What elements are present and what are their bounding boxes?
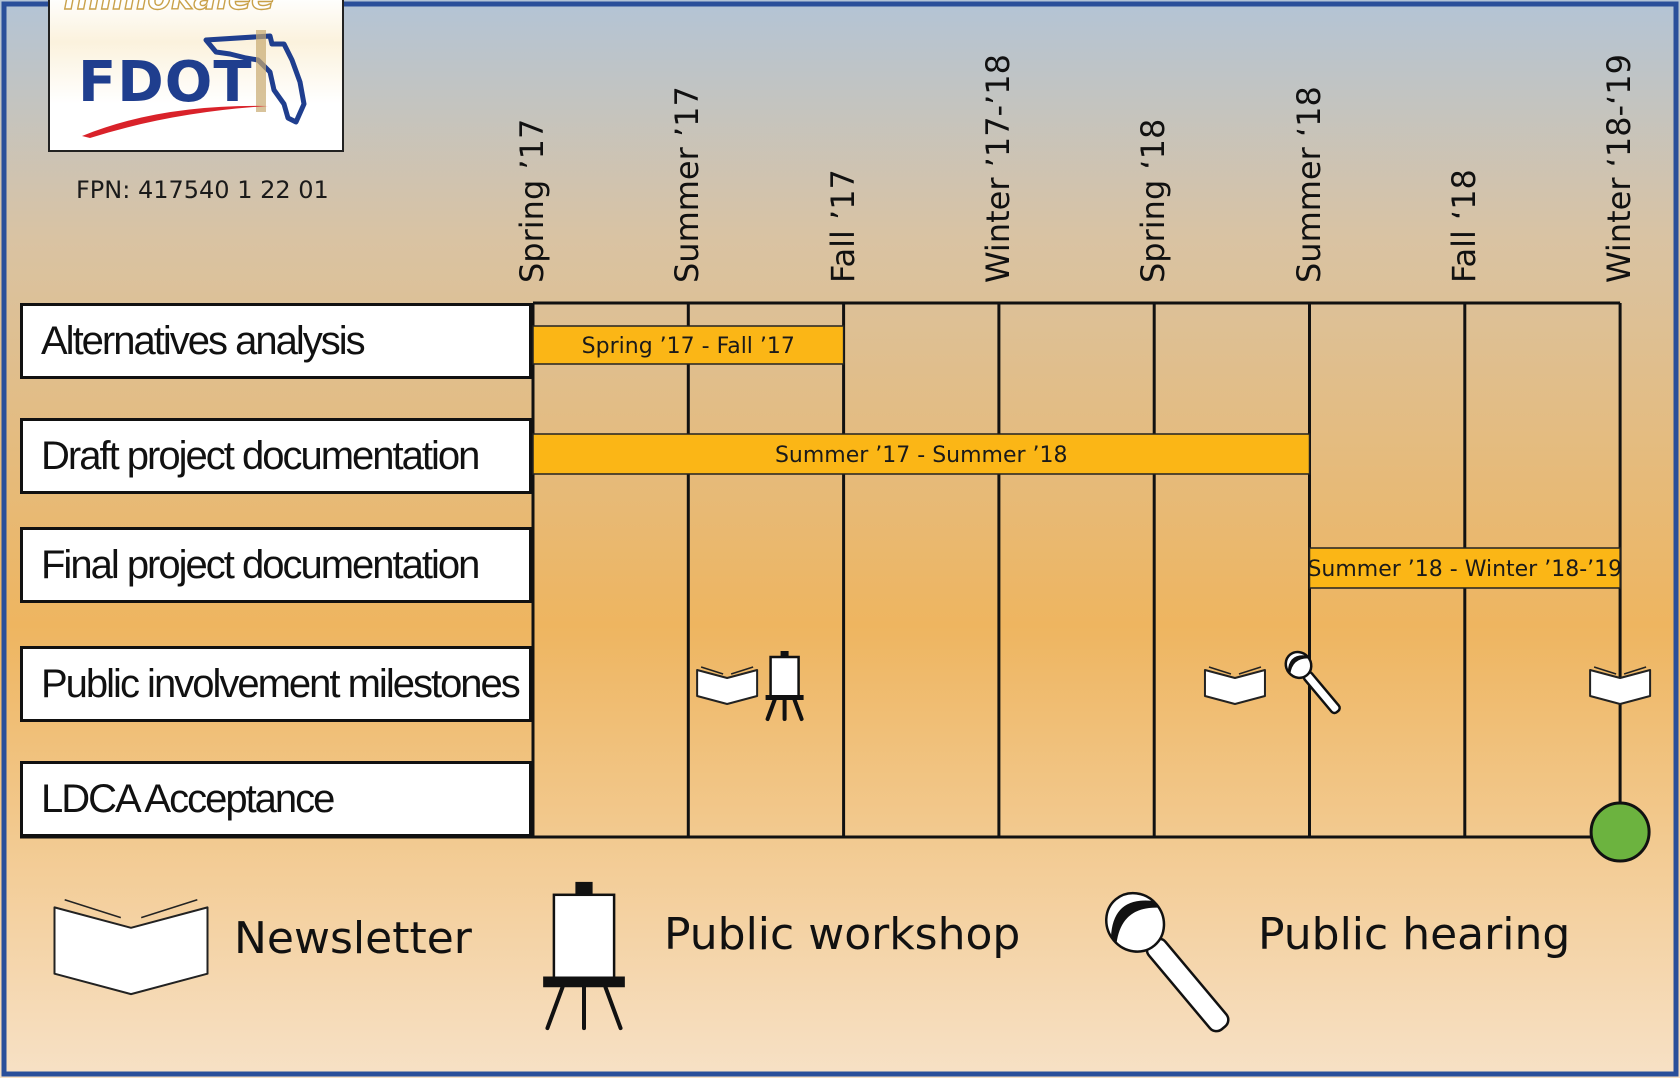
period-label: Winter ‘18-‘19 xyxy=(1600,54,1639,283)
logo-location-text: Immokalee xyxy=(63,0,275,19)
newsletter-icon xyxy=(53,899,209,996)
newsletter-icon xyxy=(1589,666,1652,705)
period-label: Fall ‘18 xyxy=(1444,169,1483,283)
period-label: Spring ’17 xyxy=(513,118,551,283)
timeline-grid xyxy=(20,301,1622,839)
logo-swoosh xyxy=(82,105,268,138)
workshop-easel-icon xyxy=(765,651,804,721)
task-label: Public involvement milestones xyxy=(20,646,532,722)
task-label: Final project documentation xyxy=(20,527,532,603)
hearing-microphone-icon xyxy=(1105,891,1230,1033)
schedule-bar-label: Summer ’18 - Winter ’18-’19 xyxy=(1307,557,1622,582)
schedule-bar-label: Summer ’17 - Summer ’18 xyxy=(775,443,1068,468)
period-label: Summer ’17 xyxy=(668,86,707,283)
task-label: LDCA Acceptance xyxy=(20,761,532,837)
task-label: Alternatives analysis xyxy=(20,303,532,379)
acceptance-circle-icon xyxy=(1589,801,1651,863)
legend-label-newsletter: Newsletter xyxy=(234,913,472,964)
legend-label-hearing: Public hearing xyxy=(1258,909,1571,960)
period-label: Spring ‘18 xyxy=(1134,118,1173,283)
fdot-logo: Immokalee FDOT xyxy=(48,0,344,152)
schedule-bar xyxy=(1308,547,1621,589)
schedule-bar-label: Spring ’17 - Fall ’17 xyxy=(582,334,795,359)
schedule-bar xyxy=(532,325,845,365)
milestone-markers xyxy=(696,650,1652,863)
period-label: Fall ’17 xyxy=(823,169,862,283)
schedule-bar xyxy=(532,433,1311,475)
task-label: Draft project documentation xyxy=(20,418,532,494)
newsletter-icon xyxy=(1203,666,1266,705)
hearing-microphone-icon xyxy=(1284,650,1341,715)
florida-map-icon xyxy=(203,30,307,125)
newsletter-icon xyxy=(696,666,759,705)
period-label: Winter ’17-’18 xyxy=(978,54,1017,283)
workshop-easel-icon xyxy=(543,881,625,1031)
legend-icons xyxy=(53,881,1230,1033)
legend-label-workshop: Public workshop xyxy=(664,909,1021,960)
period-label: Summer ‘18 xyxy=(1289,86,1328,283)
logo-fdot-text: FDOT xyxy=(78,50,253,115)
fpn-label: FPN: 417540 1 22 01 xyxy=(76,176,329,204)
